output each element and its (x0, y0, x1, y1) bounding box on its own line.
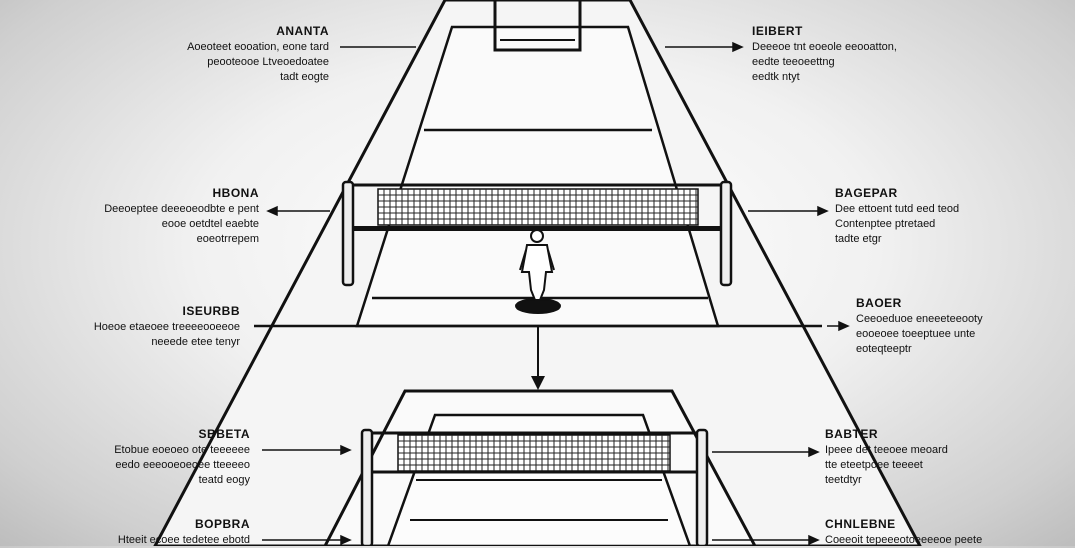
label-desc: Coeeoit tepeeeotoeeeeoe peete (825, 534, 983, 546)
label-top-left: ANANTA Aoeoteet eooation, eone tard peoo… (187, 24, 329, 85)
top-goal (493, 0, 582, 52)
label-title: ANANTA (276, 24, 329, 38)
label-title: ISEURBB (182, 304, 240, 318)
label-desc: Aoeoteet eooation, eone tard peooteooe L… (187, 41, 329, 83)
label-title: BABTER (825, 427, 878, 441)
lower-net (360, 428, 709, 546)
label-title: HBONA (212, 186, 259, 200)
label-desc: Ipeee det teeoee meoard tte eteetpoee te… (825, 444, 948, 486)
label-title: BAGEPAR (835, 186, 898, 200)
label-title: BAOER (856, 296, 902, 310)
label-low-left: SBBETA Etobue eoeoeo ote teeeeee eedo ee… (114, 427, 250, 488)
label-desc: Deeeoe tnt eoeole eeooatton, eedte teeoe… (752, 41, 897, 83)
label-mid-right: BAOER Ceeoeduoe eneeeteeooty eooeoee toe… (856, 296, 983, 357)
upper-net (341, 180, 733, 287)
label-title: IEIBERT (752, 24, 803, 38)
label-title: CHNLEBNE (825, 517, 896, 531)
center-arrow-head (531, 376, 545, 390)
label-mid-left: ISEURBB Hoeoe etaeoee treeeeooeeoe neeed… (94, 304, 240, 350)
label-desc: Dee ettoent tutd eed teod Contenptee ptr… (835, 203, 960, 245)
label-bot-left: BOPBRA Hteeit ecoee tedetee ebotd (118, 517, 250, 548)
label-title: SBBETA (198, 427, 250, 441)
label-low-right: BABTER Ipeee det teeoee meoard tte eteet… (825, 427, 948, 488)
label-desc: Deeoeptee deeeoeodbte e pent eooe oetdte… (104, 203, 259, 245)
label-desc: Etobue eoeoeo ote teeeeee eedo eeeooeoeo… (114, 444, 250, 486)
label-net-left: HBONA Deeoeptee deeeoeodbte e pent eooe … (104, 186, 259, 247)
label-desc: Ceeoeduoe eneeeteeooty eooeoee toeeptuee… (856, 313, 983, 355)
label-desc: Hteeit ecoee tedetee ebotd (117, 534, 250, 546)
player-figure (515, 229, 561, 314)
label-desc: Hoeoe etaeoee treeeeooeeoe neeede etee t… (93, 321, 240, 348)
label-top-right: IEIBERT Deeeoe tnt eoeole eeooatton, eed… (752, 24, 897, 85)
label-bot-right: CHNLEBNE Coeeoit tepeeeotoeeeeoe peete (825, 517, 982, 548)
label-net-right: BAGEPAR Dee ettoent tutd eed teod Conten… (835, 186, 959, 247)
label-title: BOPBRA (194, 517, 250, 531)
